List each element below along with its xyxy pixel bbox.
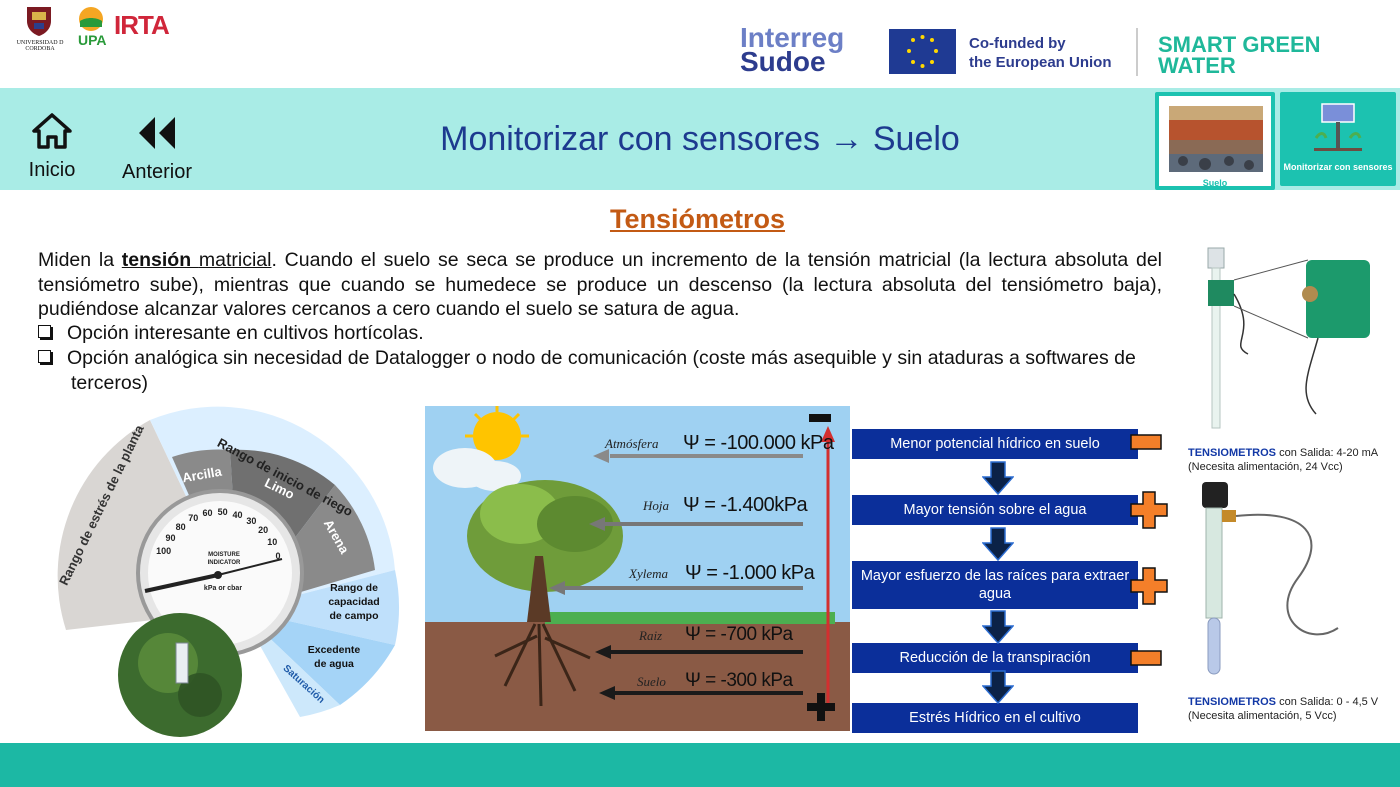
logo-divider: [1136, 28, 1138, 76]
logo-bar: UNIVERSIDAD D CORDOBA UPA IRTA Interreg …: [0, 0, 1400, 88]
flow-step-3: Mayor esfuerzo de las raíces para extrae…: [852, 561, 1138, 609]
minus-sign-icon: [1130, 434, 1162, 450]
eu-line2: the European Union: [969, 54, 1112, 71]
dial-text-1: MOISTURE: [208, 552, 240, 558]
dial-text: MOISTURE INDICATOR: [200, 551, 248, 567]
eu-line1: Co-funded by: [969, 35, 1066, 52]
potential-label: Hoja: [643, 498, 669, 513]
irta-logo-text: IRTA: [114, 10, 170, 40]
down-arrow-icon: [982, 527, 1014, 561]
interreg-line1: Interreg: [740, 22, 845, 53]
para-bold: tensión: [121, 249, 199, 271]
flow-step-1: Menor potencial hídrico en suelo: [852, 429, 1138, 459]
para-rest: . Cuando el suelo se seca se produce un …: [38, 249, 1162, 320]
home-icon: [32, 113, 72, 149]
dial-tick-label: 30: [246, 515, 257, 526]
product-name-2: TENSIOMETROS: [1188, 696, 1277, 708]
dial-tick-label: 40: [232, 509, 243, 520]
page-title: Monitorizar con sensores → Suelo: [440, 120, 960, 158]
flow-step-5: Estrés Hídrico en el cultivo: [852, 703, 1138, 733]
section-title: Tensiómetros: [609, 204, 786, 234]
down-arrow-icon: [982, 670, 1014, 704]
dial-tick-label: 80: [175, 521, 186, 532]
sgw-line1: SMART GREEN: [1158, 32, 1321, 57]
plus-sign-icon: [1130, 567, 1168, 605]
potential-label: Atmósfera: [605, 436, 659, 451]
product-output-2: con Salida: 0 - 4,5 V: [1276, 696, 1379, 708]
checkbox-bullet-icon: [38, 325, 51, 338]
eu-cofunded-text: Co-funded by the European Union: [969, 34, 1112, 72]
footer-bar: [0, 743, 1400, 787]
dial-unit: kPa or cbar: [203, 585, 243, 592]
dial-tick-label: 60: [202, 508, 213, 519]
water-excess-label: Excedente de agua: [307, 644, 361, 670]
eu-flag-icon: [889, 29, 956, 74]
back-label: Anterior: [121, 161, 193, 183]
product-note-2: (Necesita alimentación, 5 Vcc): [1188, 710, 1337, 722]
soil-plant-atmosphere-illustration: [425, 406, 850, 731]
dial-tick-label: 50: [217, 507, 228, 518]
home-button[interactable]: Inicio: [24, 112, 80, 182]
potential-label: Xylema: [629, 566, 668, 581]
field-capacity-label: Rango de capacidad de campo: [328, 582, 380, 622]
product-caption-2: TENSIOMETROS con Salida: 0 - 4,5 V (Nece…: [1188, 695, 1388, 723]
down-arrow-icon: [982, 461, 1014, 495]
bullet-text: Opción interesante en cultivos hortícola…: [67, 322, 424, 344]
product-output-1: con Salida: 4-20 mA: [1276, 447, 1379, 459]
flow-step-4: Reducción de la transpiración: [852, 643, 1138, 673]
para-pre: Miden la: [38, 249, 122, 271]
cordoba-logo-text: UNIVERSIDAD D CORDOBA: [16, 40, 64, 52]
dial-text-2: INDICATOR: [207, 560, 241, 566]
dial-tick-label: 90: [165, 533, 176, 544]
interreg-line2: Sudoe: [740, 46, 826, 77]
sensor-station-icon: [1314, 103, 1362, 151]
upa-sun-icon: [78, 6, 104, 32]
home-label: Inicio: [28, 159, 76, 181]
potential-value: Ψ = -700 kPa: [685, 624, 793, 645]
potential-value: Ψ = -1.000 kPa: [685, 562, 815, 584]
potential-value: Ψ = -100.000 kPa: [683, 432, 834, 454]
cordoba-shield-icon: [24, 4, 54, 38]
thumb-suelo[interactable]: Suelo: [1155, 92, 1275, 190]
dial-tick-label: 20: [258, 525, 269, 536]
product-note-1: (Necesita alimentación, 24 Vcc): [1188, 461, 1343, 473]
smart-green-water-logo: SMART GREEN WATER: [1158, 32, 1321, 78]
tensiometer-4-20ma-photo: [1188, 244, 1378, 434]
potential-value: Ψ = -300 kPa: [685, 670, 793, 691]
thumb-monitorizar[interactable]: Monitorizar con sensores: [1280, 92, 1396, 186]
plus-sign-icon: [1130, 491, 1168, 529]
tensiometer-0-45v-photo: [1188, 478, 1388, 686]
flow-step-2: Mayor tensión sobre el agua: [852, 495, 1138, 525]
tension-range-gauge: [57, 406, 399, 737]
thumb-suelo-label: Suelo: [1202, 178, 1228, 188]
product-name-1: TENSIOMETROS: [1188, 447, 1277, 459]
rewind-icon: [139, 117, 175, 149]
dial-tick-label: 0: [275, 551, 281, 562]
soil-layers-icon: [1169, 106, 1263, 172]
down-arrow-icon: [982, 610, 1014, 644]
product-caption-1: TENSIOMETROS con Salida: 4-20 mA (Necesi…: [1188, 446, 1388, 474]
dial-tick-label: 100: [156, 546, 172, 557]
back-button[interactable]: Anterior: [118, 115, 196, 184]
description-paragraph: Miden la tensión matricial. Cuando el su…: [38, 248, 1162, 322]
checkbox-bullet-icon: [38, 350, 51, 363]
thumb-monitorizar-label: Monitorizar con sensores: [1283, 162, 1393, 172]
potential-label: Raiz: [639, 628, 663, 643]
minus-sign-icon: [1130, 650, 1162, 666]
potential-value: Ψ = -1.400kPa: [683, 494, 808, 516]
dial-tick-label: 10: [267, 537, 278, 548]
gauge-infographic: Rango de estrés de la planta Rango de in…: [50, 405, 410, 740]
sgw-line2: WATER: [1158, 53, 1236, 78]
dial-tick-label: 70: [188, 513, 199, 524]
bullet-text: Opción analógica sin necesidad de Datalo…: [67, 347, 1136, 394]
interreg-logo: Interreg Sudoe: [740, 22, 845, 77]
bullet-item: Opción interesante en cultivos hortícola…: [38, 321, 1148, 346]
bullet-item: Opción analógica sin necesidad de Datalo…: [38, 346, 1148, 395]
potential-label: Suelo: [637, 674, 666, 689]
para-underline: matricial: [198, 249, 272, 271]
upa-logo-text: UPA: [78, 32, 107, 48]
